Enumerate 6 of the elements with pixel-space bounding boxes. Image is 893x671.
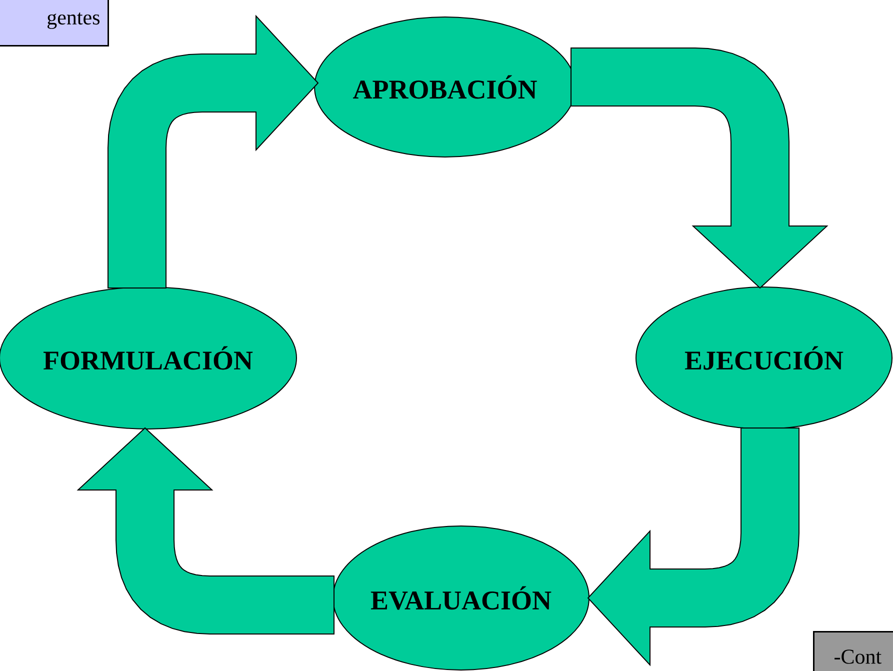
block-arrow <box>570 47 828 289</box>
note-box: gentes <box>0 0 109 46</box>
block-arrow <box>108 14 319 288</box>
block-arrow <box>76 427 334 634</box>
block-arrow <box>587 427 800 666</box>
note-box: -Cont <box>813 630 893 671</box>
